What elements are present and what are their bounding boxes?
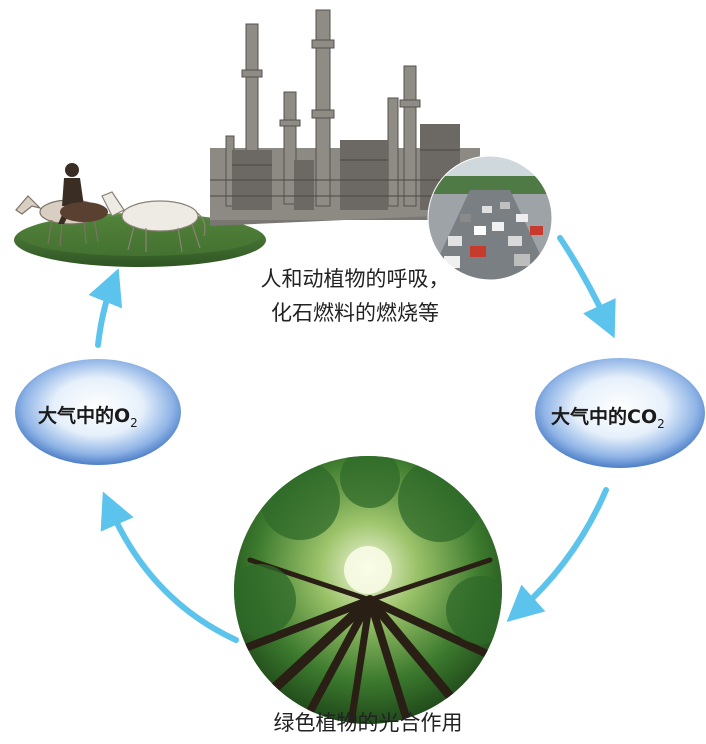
forest-canopy-illustration: [234, 456, 502, 724]
arrow-o2-to-horse: [88, 268, 123, 348]
cycle-arrows: [88, 235, 616, 643]
atmosphere-o2-node: [15, 359, 181, 465]
o2-label-subscript: 2: [130, 415, 138, 430]
co2-label: 大气中的CO2: [551, 402, 665, 431]
arrow-traffic-to-co2: [557, 235, 616, 339]
arrow-forest-to-o2: [100, 491, 239, 643]
arrow-co2-to-forest: [506, 487, 609, 622]
o2-label-text: 大气中的O: [38, 405, 131, 427]
co2-label-text: 大气中的CO: [551, 406, 658, 428]
atmosphere-co2-node: [535, 358, 705, 468]
photosynthesis-caption: 绿色植物的光合作用: [273, 711, 463, 735]
horse-rider-illustration: [14, 163, 266, 267]
respiration-combustion-caption: 人和动植物的呼吸， 化石燃料的燃烧等: [220, 262, 490, 330]
o2-label: 大气中的O2: [38, 401, 138, 430]
caption-line-1: 人和动植物的呼吸，: [260, 267, 450, 291]
caption-line-2: 化石燃料的燃烧等: [271, 301, 439, 325]
co2-label-subscript: 2: [657, 416, 665, 431]
